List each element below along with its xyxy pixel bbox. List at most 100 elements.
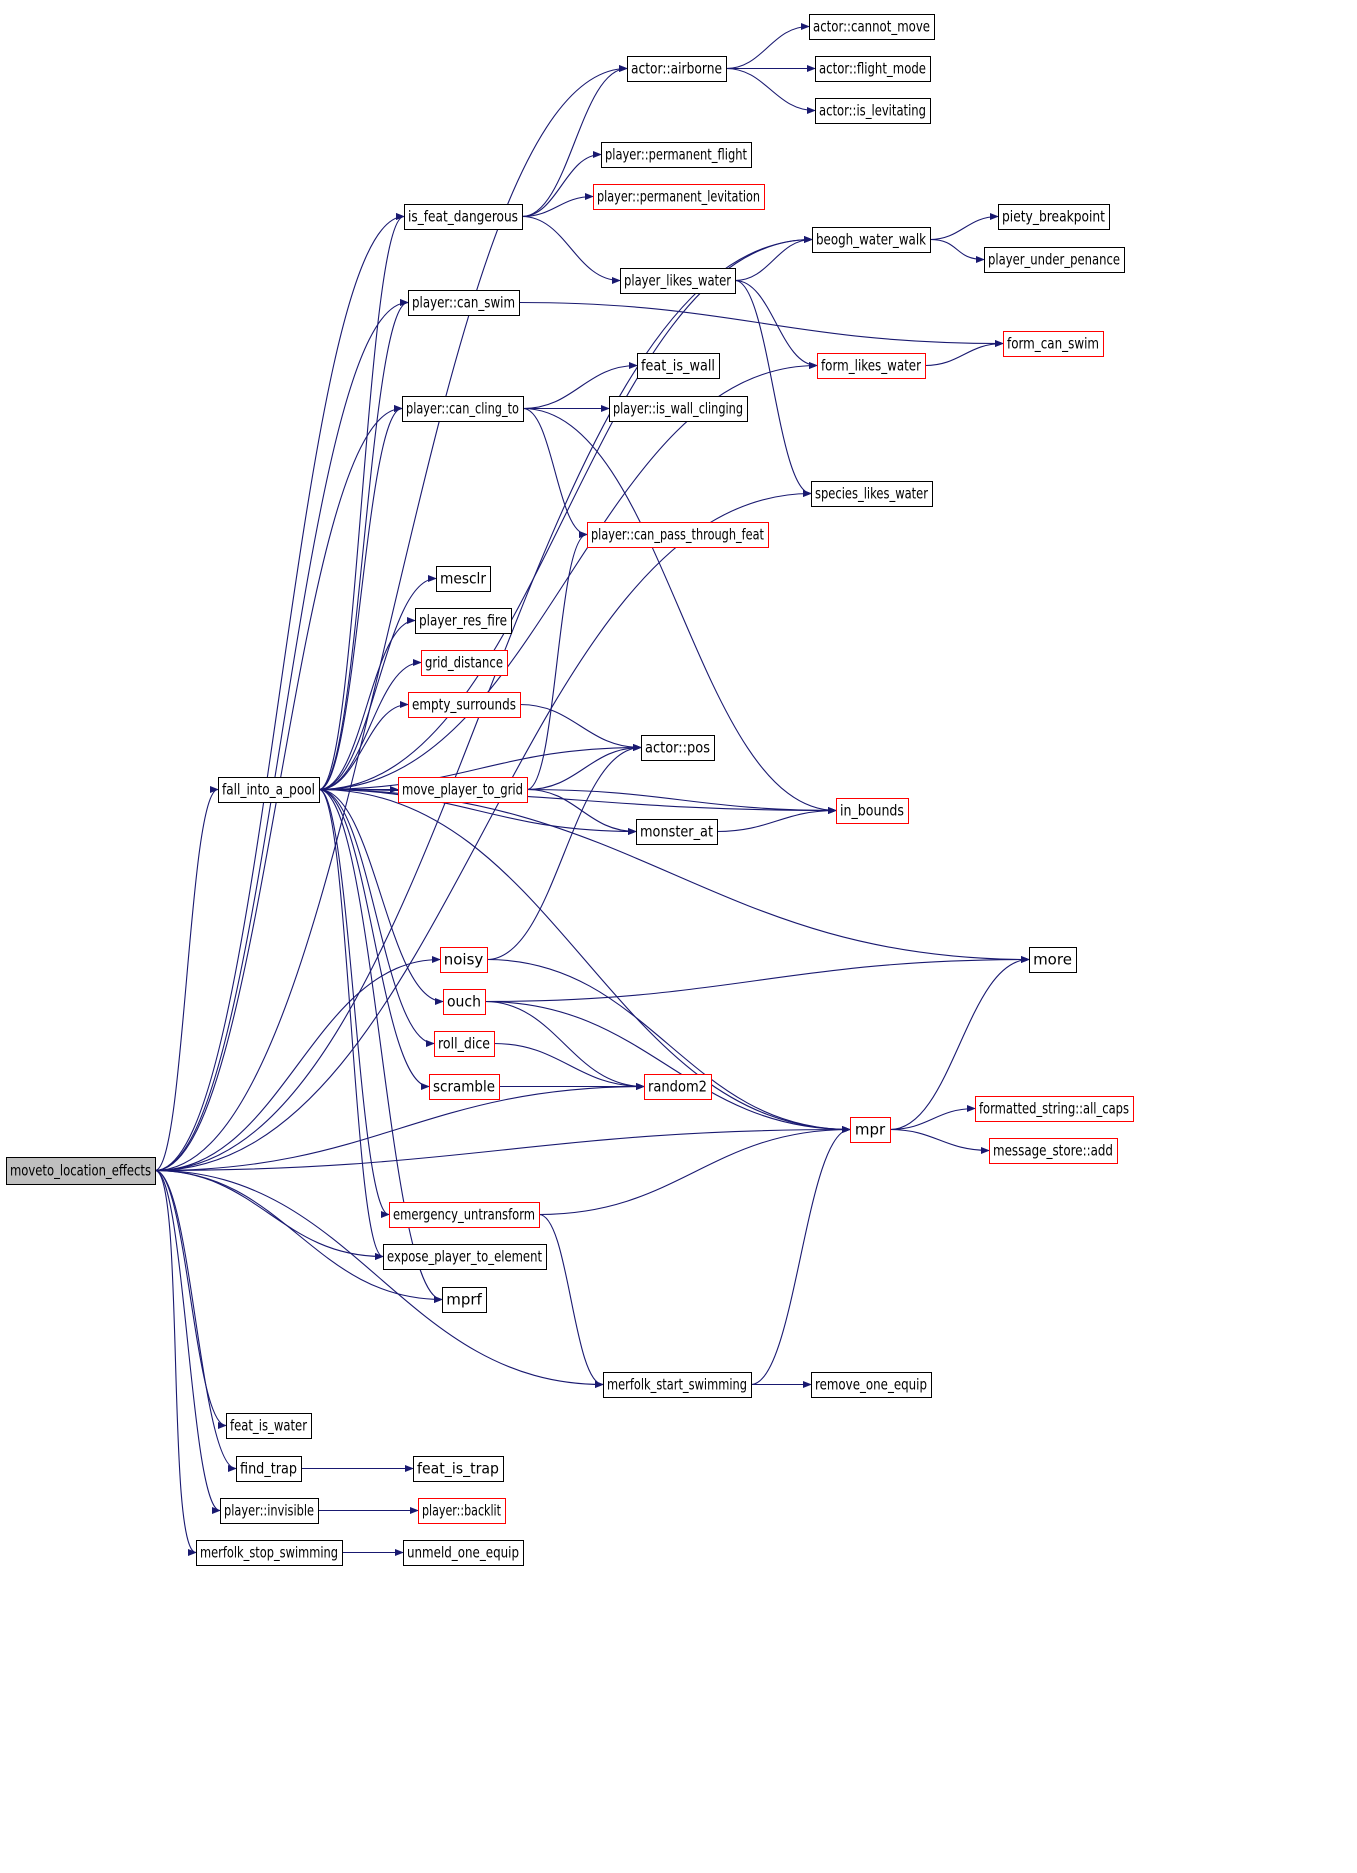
node-label: moveto_location_effects [10, 1162, 151, 1181]
edge-player-can-cling-to-to-player-can-pass-through-feat [522, 407, 588, 539]
node-label: noisy [444, 951, 484, 969]
node-label: player::backlit [422, 1502, 501, 1520]
edge-is-feat-dangerous-to-actor-airborne [521, 64, 628, 218]
node-label: monster_at [640, 823, 713, 842]
node-actor-flight-mode[interactable]: actor::flight_mode [815, 56, 931, 82]
node-feat-is-water[interactable]: feat_is_water [226, 1413, 312, 1439]
node-player-invisible[interactable]: player::invisible [220, 1498, 319, 1524]
edge-mpr-to-message-store-add [889, 1128, 990, 1155]
node-merfolk-stop-swimming[interactable]: merfolk_stop_swimming [196, 1540, 343, 1566]
node-player-res-fire[interactable]: player_res_fire [415, 608, 512, 634]
edge-ouch-to-mpr [484, 1000, 851, 1134]
node-merfolk-start-swimming[interactable]: merfolk_start_swimming [603, 1372, 752, 1398]
edge-moveto-location-effects-to-actor-airborne [154, 64, 628, 1172]
node-feat-is-wall[interactable]: feat_is_wall [637, 353, 720, 379]
node-player-likes-water[interactable]: player_likes_water [620, 268, 736, 294]
node-player-can-cling-to[interactable]: player::can_cling_to [402, 396, 524, 422]
node-box [998, 204, 1110, 230]
node-mpr[interactable]: mpr [850, 1117, 891, 1143]
node-is-feat-dangerous[interactable]: is_feat_dangerous [404, 204, 523, 230]
node-form-can-swim[interactable]: form_can_swim [1003, 331, 1104, 357]
node-monster-at[interactable]: monster_at [636, 819, 718, 845]
node-player-can-swim[interactable]: player::can_swim [408, 290, 520, 316]
node-box [593, 184, 765, 210]
node-player-permanent-flight[interactable]: player::permanent_flight [601, 142, 752, 168]
node-label: species_likes_water [815, 485, 929, 504]
node-scramble[interactable]: scramble [429, 1074, 500, 1100]
node-box [812, 227, 931, 253]
node-box [601, 142, 752, 168]
node-player-is-wall-clinging[interactable]: player::is_wall_clinging [609, 396, 748, 422]
edge-move-player-to-grid-to-in-bounds [526, 788, 837, 815]
node-species-likes-water[interactable]: species_likes_water [811, 481, 933, 507]
node-box [440, 947, 488, 973]
node-box [413, 1456, 504, 1482]
node-label: player::invisible [224, 1502, 314, 1520]
edge-moveto-location-effects-to-merfolk-stop-swimming [154, 1169, 197, 1556]
node-box [636, 819, 718, 845]
node-label: merfolk_stop_swimming [200, 1544, 338, 1563]
node-expose-player-to-element[interactable]: expose_player_to_element [383, 1244, 547, 1270]
node-random2[interactable]: random2 [644, 1074, 712, 1100]
edge-player-likes-water-to-species-likes-water [734, 279, 812, 498]
edge-moveto-location-effects-to-mpr [154, 1125, 851, 1172]
node-label: roll_dice [438, 1035, 490, 1054]
edge-moveto-location-effects-to-fall-into-a-pool [154, 786, 219, 1172]
node-actor-pos[interactable]: actor::pos [641, 735, 715, 761]
node-in-bounds[interactable]: in_bounds [836, 798, 909, 824]
node-box [389, 1202, 540, 1228]
edge-fall-into-a-pool-to-actor-pos [318, 743, 642, 791]
node-label: actor::flight_mode [819, 60, 926, 79]
edge-moveto-location-effects-to-find-trap [154, 1169, 237, 1473]
node-find-trap[interactable]: find_trap [236, 1456, 302, 1482]
node-form-likes-water[interactable]: form_likes_water [817, 353, 926, 379]
node-move-player-to-grid[interactable]: move_player_to_grid [398, 777, 528, 803]
node-ouch[interactable]: ouch [443, 989, 486, 1015]
node-empty-surrounds[interactable]: empty_surrounds [408, 692, 521, 718]
node-box [398, 777, 528, 803]
node-label: mesclr [440, 570, 487, 588]
node-box [809, 14, 935, 40]
edge-fall-into-a-pool-to-grid-distance [318, 658, 422, 791]
node-box [421, 650, 508, 676]
node-player-can-pass-through-feat[interactable]: player::can_pass_through_feat [587, 522, 769, 548]
edge-actor-airborne-to-actor-is-levitating [725, 67, 816, 115]
node-noisy[interactable]: noisy [440, 947, 488, 973]
node-box [408, 692, 521, 718]
node-more[interactable]: more [1029, 947, 1077, 973]
node-formatted-string-all-caps[interactable]: formatted_string::all_caps [975, 1096, 1134, 1122]
node-player-backlit[interactable]: player::backlit [418, 1498, 506, 1524]
node-message-store-add[interactable]: message_store::add [989, 1138, 1118, 1164]
node-label: player::permanent_levitation [597, 188, 760, 207]
node-box [975, 1096, 1134, 1122]
node-grid-distance[interactable]: grid_distance [421, 650, 508, 676]
node-label: move_player_to_grid [402, 781, 523, 800]
node-mesclr[interactable]: mesclr [436, 566, 491, 592]
node-fall-into-a-pool[interactable]: fall_into_a_pool [218, 777, 320, 803]
node-roll-dice[interactable]: roll_dice [434, 1031, 495, 1057]
node-moveto-location-effects[interactable]: moveto_location_effects [6, 1157, 156, 1185]
node-emergency-untransform[interactable]: emergency_untransform [389, 1202, 540, 1228]
node-label: player::can_pass_through_feat [591, 526, 764, 545]
node-box [815, 56, 931, 82]
node-remove-one-equip[interactable]: remove_one_equip [811, 1372, 932, 1398]
node-unmeld-one-equip[interactable]: unmeld_one_equip [403, 1540, 524, 1566]
node-piety-breakpoint[interactable]: piety_breakpoint [998, 204, 1110, 230]
node-actor-cannot-move[interactable]: actor::cannot_move [809, 14, 935, 40]
edge-fall-into-a-pool-to-beogh-water-walk [318, 235, 813, 791]
node-label: more [1033, 951, 1072, 969]
node-player-under-penance[interactable]: player_under_penance [984, 247, 1125, 273]
edge-moveto-location-effects-to-random2 [154, 1082, 645, 1172]
edge-moveto-location-effects-to-is-feat-dangerous [154, 212, 405, 1172]
node-box [436, 566, 491, 592]
node-player-permanent-levitation[interactable]: player::permanent_levitation [593, 184, 765, 210]
node-label: player::is_wall_clinging [613, 400, 743, 419]
node-feat-is-trap[interactable]: feat_is_trap [413, 1456, 504, 1482]
edge-moveto-location-effects-to-noisy [154, 955, 441, 1172]
node-actor-is-levitating[interactable]: actor::is_levitating [815, 98, 931, 124]
edge-fall-into-a-pool-to-mpr [318, 788, 851, 1134]
edge-beogh-water-walk-to-player-under-penance [929, 238, 985, 264]
node-mprf[interactable]: mprf [442, 1287, 487, 1313]
node-beogh-water-walk[interactable]: beogh_water_walk [812, 227, 931, 253]
node-actor-airborne[interactable]: actor::airborne [627, 56, 727, 82]
